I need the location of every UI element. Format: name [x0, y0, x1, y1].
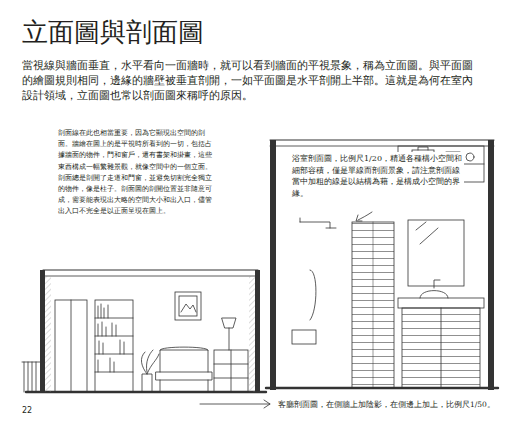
- page-number: 22: [22, 406, 52, 416]
- intro-paragraph: 當視線與牆面垂直，水平看向一面牆時，就可以看到牆面的平視景象，稱為立面圖。與平面…: [22, 58, 480, 103]
- body-paragraph: 剖面線在此也相當重要，因為它顯現出空間的剖面。牆繪在圖上的是平視時所看到的一切，…: [58, 128, 218, 218]
- page-title: 立面圖與剖面圖: [22, 16, 322, 48]
- bathroom-note: 浴室剖面圖，比例尺1/20，精通各種構小空間和細部容積，僅是單線而剖面景象，請注…: [290, 152, 464, 200]
- living-room-note: 客廳剖面圖，在側牆上加陰影，在側邊上加上，比例尺1/50。: [276, 398, 506, 411]
